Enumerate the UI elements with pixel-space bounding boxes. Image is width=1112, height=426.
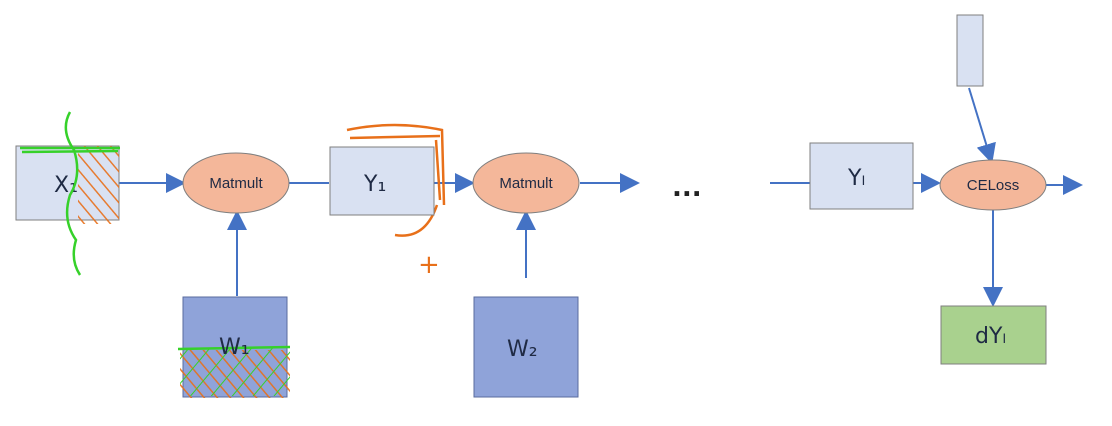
w1-green-line [177, 345, 291, 351]
w2-label: W₂ [507, 337, 538, 362]
node-matmult1: Matmult [182, 152, 290, 214]
x1-green-scribble [20, 111, 120, 276]
node-w2: W₂ [473, 296, 579, 398]
yl-label: Yₗ [847, 166, 865, 191]
w1-label: W₁ [219, 335, 250, 360]
y1-label: Y₁ [363, 172, 386, 197]
edges [119, 87, 1083, 307]
node-celoss: CELoss [939, 159, 1047, 211]
ellipsis: ... [672, 173, 702, 203]
node-target-vector [956, 14, 984, 87]
y1-plus-annotation: + [418, 250, 440, 280]
edge-label-celoss [968, 87, 996, 164]
node-yl: Yₗ [809, 142, 914, 210]
node-w1: W₁ [177, 296, 291, 398]
dyl-label: dYₗ [975, 324, 1006, 349]
x1-gradient-hatch [78, 146, 119, 224]
matmult2-label: Matmult [499, 175, 553, 192]
node-dyl: dYₗ [940, 305, 1047, 365]
w1-green-hatch [180, 348, 290, 396]
matmult1-label: Matmult [209, 175, 263, 192]
node-y1: Y₁ + [329, 123, 446, 280]
celoss-label: CELoss [967, 177, 1020, 194]
node-matmult2: Matmult [472, 152, 580, 214]
y1-orange-scribble [346, 123, 446, 237]
node-x1: X₁ [15, 111, 120, 276]
